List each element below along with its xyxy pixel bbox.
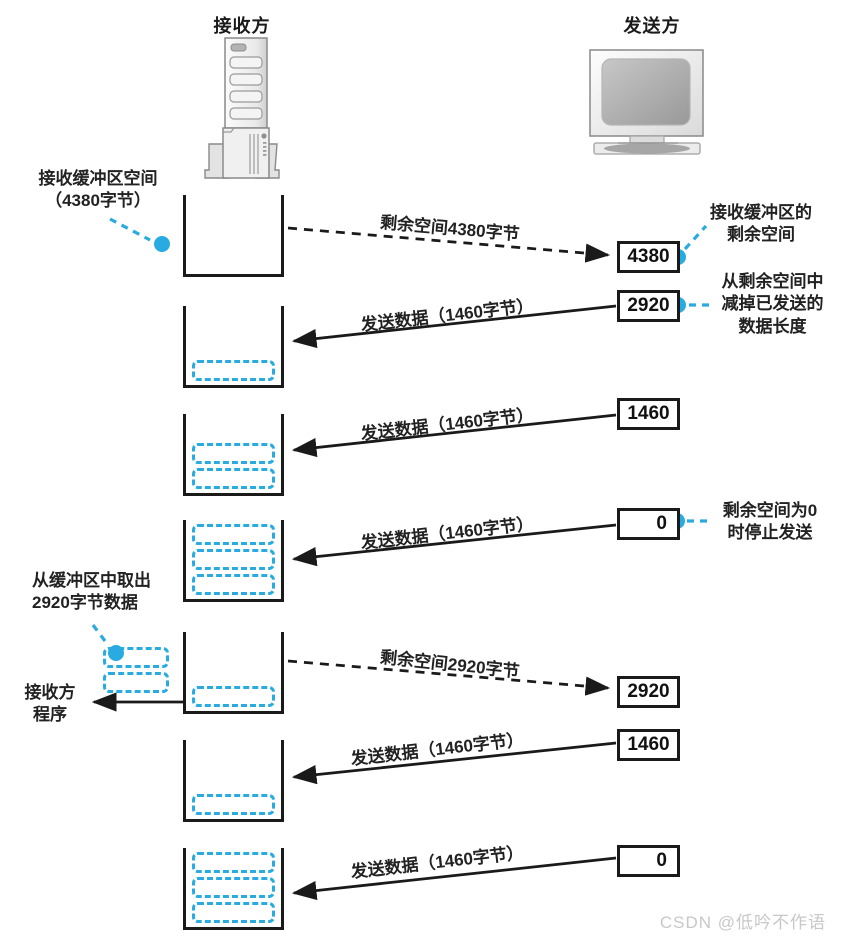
extracted-data-blocks [100, 643, 172, 697]
receive-buffer-2 [183, 306, 284, 388]
callout-line-take-out [91, 624, 110, 646]
buffer-data-block [192, 902, 275, 923]
callout-take-out: 从缓冲区中取出 2920字节数据 [32, 571, 151, 613]
window-box-0: 0 [617, 508, 680, 540]
receive-buffer-6 [183, 740, 284, 822]
callout-zero-stop: 剩余空间为0 时停止发送 [722, 501, 818, 543]
receive-buffer-5 [183, 632, 284, 714]
buffer-data-block [192, 877, 275, 898]
receive-buffer-7 [183, 848, 284, 930]
window-box-1460-b: 1460 [617, 729, 680, 761]
arrow-label-send-5: 发送数据（1460字节） [349, 843, 525, 882]
buffer-data-block [192, 524, 275, 545]
arrow-label-window-2920: 剩余空间2920字节 [379, 647, 521, 682]
callout-buffer-space: 接收缓冲区空间 （4380字节） [38, 169, 158, 211]
window-box-2920-b: 2920 [617, 676, 680, 708]
sender-title: 发送方 [623, 16, 681, 36]
callout-subtract-sent: 从剩余空间中 减掉已发送的 数据长度 [721, 272, 824, 336]
window-box-0-b: 0 [617, 845, 680, 877]
callout-receiver-program: 接收方 程序 [24, 683, 76, 725]
monitor-icon [589, 49, 704, 155]
buffer-data-block [192, 549, 275, 570]
callout-dot-buffer-space [154, 236, 170, 252]
buffer-data-block [192, 360, 275, 381]
arrow-label-send-4: 发送数据（1460字节） [349, 730, 525, 769]
receive-buffer-1 [183, 195, 284, 277]
receive-buffer-3 [183, 414, 284, 496]
arrow-label-send-3: 发送数据（1460字节） [359, 514, 535, 553]
buffer-data-block [192, 686, 275, 707]
window-box-1460: 1460 [617, 398, 680, 430]
callout-remaining-space: 接收缓冲区的 剩余空间 [710, 203, 812, 245]
receiver-title: 接收方 [213, 16, 271, 36]
callout-line-buffer-space [109, 217, 151, 242]
watermark: CSDN @低吟不作语 [659, 913, 826, 932]
buffer-data-block [103, 647, 169, 668]
buffer-data-block [192, 794, 275, 815]
buffer-data-block [192, 574, 275, 595]
window-box-4380: 4380 [617, 241, 680, 273]
buffer-data-block [192, 468, 275, 489]
arrow-label-send-2: 发送数据（1460字节） [359, 405, 535, 444]
server-icon [204, 37, 280, 179]
buffer-data-block [192, 852, 275, 873]
arrow-label-window-4380: 剩余空间4380字节 [379, 212, 521, 245]
buffer-data-block [192, 443, 275, 464]
buffer-data-block [103, 672, 169, 693]
window-box-2920: 2920 [617, 290, 680, 322]
receive-buffer-4 [183, 520, 284, 602]
arrow-label-send-1: 发送数据（1460字节） [359, 296, 535, 335]
